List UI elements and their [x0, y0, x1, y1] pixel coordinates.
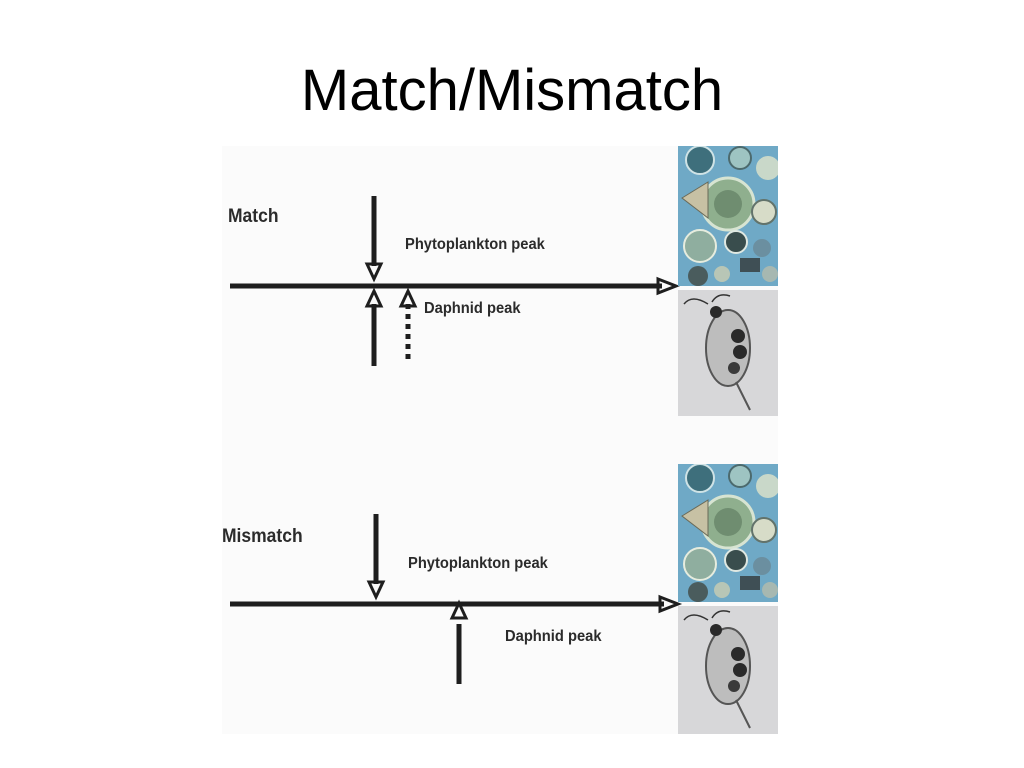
- match-daphnid-peak-label: Daphnid peak: [424, 300, 521, 317]
- mismatch-daphnid-arrowhead: [449, 599, 469, 620]
- match-phytoplankton-arrowhead: [364, 262, 384, 283]
- match-daphnia-image: [678, 290, 778, 416]
- match-panel-arrows: [230, 196, 681, 366]
- match-axis-arrowhead: [656, 276, 681, 296]
- match-label: Match: [228, 206, 279, 227]
- match-daphnid-arrowhead-dashed: [398, 287, 418, 308]
- mismatch-daphnid-peak-label: Daphnid peak: [505, 628, 602, 645]
- match-phytoplankton-image: [678, 146, 778, 286]
- mismatch-phytoplankton-arrowhead: [366, 580, 386, 601]
- match-phytoplankton-peak-label: Phytoplankton peak: [405, 236, 545, 253]
- mismatch-phytoplankton-image: [678, 464, 778, 602]
- mismatch-daphnia-image: [678, 606, 778, 734]
- slide-title: Match/Mismatch: [300, 58, 724, 123]
- mismatch-panel-arrows: [230, 514, 683, 684]
- mismatch-axis-arrowhead: [658, 594, 683, 614]
- mismatch-phytoplankton-peak-label: Phytoplankton peak: [408, 555, 548, 572]
- timeline-diagram: [230, 196, 683, 684]
- match-daphnid-arrowhead-solid: [364, 287, 384, 308]
- mismatch-label: Mismatch: [222, 526, 303, 547]
- match-mismatch-figure: Match Phytoplankton peak Daphnid peak Mi…: [222, 146, 778, 734]
